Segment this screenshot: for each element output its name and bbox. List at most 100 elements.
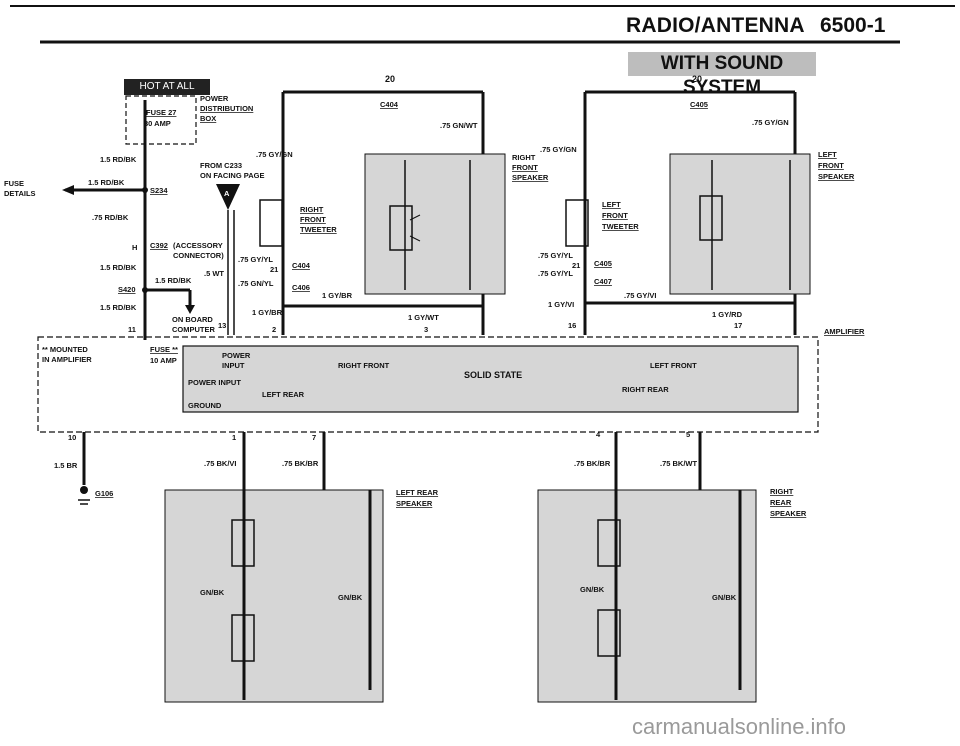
wire-gnwt: .75 GN/WT [440,121,478,130]
pin-21a: 21 [270,265,278,274]
accessory-label: (ACCESSORY [173,241,223,250]
power-dist-label-3: BOX [200,114,216,123]
lf-tweeter-label-3: TWEETER [602,222,639,231]
rf-tweeter-label-2: FRONT [300,215,326,224]
left-rear-channel: LEFT REAR [262,390,305,399]
computer-label: COMPUTER [172,325,216,334]
on-board-label: ON BOARD [172,315,213,324]
rf-speaker-label-2: FRONT [512,163,538,172]
wire-bkbr-a: .75 BK/BR [282,459,319,468]
power-input-label: POWER [222,351,251,360]
rr-speaker-label-3: SPEAKER [770,509,807,518]
wire-gyvi-a: .75 GY/VI [624,291,657,300]
page-number: 6500-1 [820,14,886,37]
ground-label: GROUND [188,401,222,410]
amplifier-label: AMPLIFIER [824,327,865,336]
connector-c405b: C405 [594,259,612,268]
amp-fuse-label: FUSE ** [150,345,178,354]
wire-gygn-b: .75 GY/GN [752,118,789,127]
mounted-label-2: IN AMPLIFIER [42,355,92,364]
wire-rdbk-15e: 1.5 RD/BK [100,303,137,312]
ground-g106: G106 [95,489,113,498]
rf-tweeter-label: RIGHT [300,205,324,214]
power-input-label-2: INPUT [222,361,245,370]
pin-7: 7 [312,433,316,442]
rf-speaker-label-3: SPEAKER [512,173,549,182]
pin-h: H [132,243,137,252]
pin-1: 1 [232,433,236,442]
lf-tweeter-label-2: FRONT [602,211,628,220]
connector-c392: C392 [150,241,168,250]
amplifier-outline [37,336,819,433]
connector-c407: C407 [594,277,612,286]
hot-at-all-times-label: HOT AT ALL TIMES [124,79,210,108]
splice-s420: S420 [118,285,136,294]
connector-20b: 20 [692,74,702,84]
right-front-speaker-box [364,153,506,295]
wire-rdbk-15c: 1.5 RD/BK [100,263,137,272]
pin-5: 5 [686,430,690,439]
wire-gnyl: .75 GN/YL [238,279,274,288]
wire-bkvi: .75 BK/VI [204,459,237,468]
right-front-channel: RIGHT FRONT [338,361,390,370]
power-distribution-box [125,95,197,145]
wire-wt-5: .5 WT [204,269,224,278]
rr-wire-gnbk-1: GN/BK [580,585,605,594]
rr-speaker-label-2: REAR [770,498,792,507]
pin-21b: 21 [572,261,580,270]
left-front-speaker-box [669,153,811,295]
connector-c405: C405 [690,100,708,109]
solid-state-module [182,345,799,413]
wire-rdbk-15b: 1.5 RD/BK [88,178,125,187]
left-rear-speaker-box [164,489,384,703]
splice-s234: S234 [150,186,168,195]
connector-c404: C404 [380,100,399,109]
lf-speaker-label-2: FRONT [818,161,844,170]
connector-label: CONNECTOR) [173,251,224,260]
lr-speaker-label: LEFT REAR [396,488,439,497]
pin-17: 17 [734,321,742,330]
wire-gybr-2: 1 GY/BR [252,308,283,317]
pin-11: 11 [128,325,136,334]
marker-a-label: A [224,189,230,198]
wire-gywt: 1 GY/WT [408,313,439,322]
mounted-label: ** MOUNTED [42,345,88,354]
wire-bkwt: .75 BK/WT [660,459,698,468]
wire-gyvi-b: 1 GY/VI [548,300,574,309]
pin-16: 16 [568,321,576,330]
pin-10: 10 [68,433,76,442]
wire-br-15: 1.5 BR [54,461,78,470]
left-front-tweeter [565,199,589,247]
power-input-3: POWER INPUT [188,378,241,387]
amp30-label: 30 AMP [144,119,171,128]
wire-gybr-1: 1 GY/BR [322,291,353,300]
solid-state-label: SOLID STATE [464,370,522,380]
right-front-tweeter [259,199,283,247]
rf-speaker-label: RIGHT [512,153,536,162]
pin-4: 4 [596,430,601,439]
wire-gyyl-b: .75 GY/YL [538,251,573,260]
right-rear-channel: RIGHT REAR [622,385,669,394]
left-front-channel: LEFT FRONT [650,361,697,370]
page-title: RADIO/ANTENNA [626,14,805,37]
wire-rdbk-75: .75 RD/BK [92,213,129,222]
lf-tweeter-label: LEFT [602,200,621,209]
lf-speaker-label-3: SPEAKER [818,172,855,181]
on-facing-label: ON FACING PAGE [200,171,264,180]
lf-speaker-label: LEFT [818,150,837,159]
pin-3: 3 [424,325,428,334]
lr-speaker-label-2: SPEAKER [396,499,433,508]
wire-gyyl-c: .75 GY/YL [538,269,573,278]
wire-gyrd: 1 GY/RD [712,310,743,319]
right-rear-speaker-box [537,489,757,703]
from-c233-label: FROM C233 [200,161,242,170]
power-dist-label: POWER [200,94,229,103]
wire-bkbr-b: .75 BK/BR [574,459,611,468]
connector-c406: C406 [292,283,310,292]
wire-gygn-a: .75 GY/GN [256,150,293,159]
rr-speaker-label: RIGHT [770,487,794,496]
wire-gygn-c: .75 GY/GN [540,145,577,154]
amp10-label: 10 AMP [150,356,177,365]
wire-rdbk-15d: 1.5 RD/BK [155,276,192,285]
